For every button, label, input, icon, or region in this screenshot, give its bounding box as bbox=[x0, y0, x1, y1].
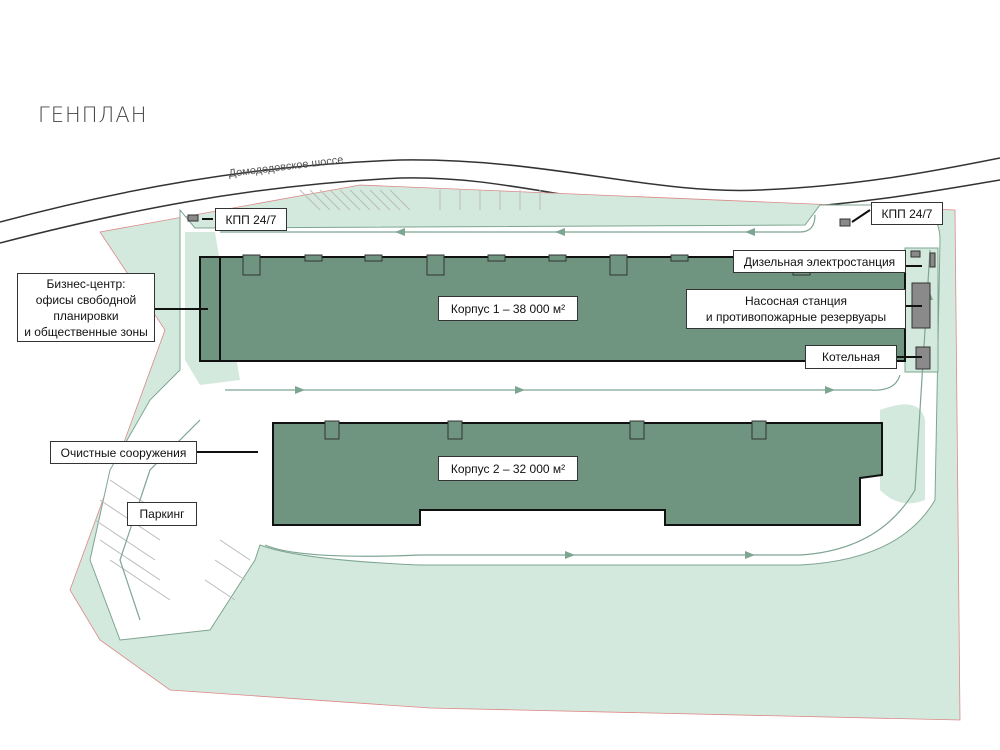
checkpoint-right-label: КПП 24/7 bbox=[871, 202, 943, 225]
checkpoint-left-label: КПП 24/7 bbox=[215, 208, 287, 231]
business-center-label: Бизнес-центр: офисы свободной планировки… bbox=[17, 273, 155, 342]
business-center-line: планировки bbox=[53, 308, 119, 323]
boiler-label: Котельная bbox=[805, 345, 897, 369]
business-center-line: офисы свободной bbox=[35, 292, 137, 307]
business-center-line: и общественные зоны bbox=[24, 324, 148, 339]
green-island-right bbox=[880, 404, 925, 504]
parking-label: Паркинг bbox=[127, 502, 197, 526]
page-title: ГЕНПЛАН bbox=[38, 103, 148, 127]
building-1-label: Корпус 1 – 38 000 м² bbox=[438, 296, 578, 321]
highway-edge bbox=[0, 177, 1000, 244]
checkpoint-left-building bbox=[187, 214, 199, 222]
highway bbox=[0, 157, 1000, 223]
label-pointers bbox=[155, 209, 922, 453]
pump-station-line: и противопожарные резервуары bbox=[705, 310, 887, 324]
checkpoint-right-building bbox=[839, 218, 851, 227]
pump-station-line: Насосная станция bbox=[744, 294, 848, 308]
diesel-station-building bbox=[910, 250, 921, 258]
business-center-line: Бизнес-центр: bbox=[46, 276, 126, 291]
direction-arrows bbox=[295, 228, 933, 559]
diesel-station-label: Дизельная электростанция bbox=[733, 250, 906, 273]
building-2-label: Корпус 2 – 32 000 м² bbox=[438, 456, 578, 481]
treatment-facilities-label: Очистные сооружения bbox=[50, 441, 197, 464]
pump-station-label: Насосная станция и противопожарные резер… bbox=[686, 289, 906, 329]
building-2-docks bbox=[324, 420, 767, 440]
